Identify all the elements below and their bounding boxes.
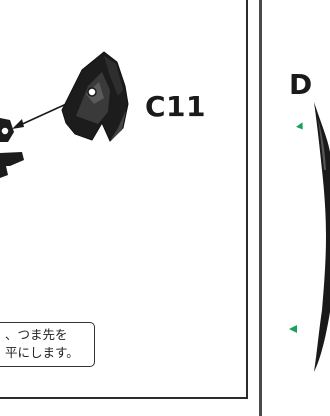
note-line-2: 平にします。 [5, 345, 79, 360]
part-label-d: D [289, 68, 313, 101]
part-label-c11: C11 [145, 90, 207, 123]
part-d-drawing [314, 102, 330, 372]
guide-marker-bottom-icon [289, 325, 297, 333]
part-c11-drawing [61, 51, 129, 142]
instruction-note: 、つま先を 平にします。 [0, 322, 95, 367]
note-line-1: 、つま先を [5, 327, 68, 342]
assembly-fragment [0, 118, 24, 178]
guide-marker-top-icon [296, 122, 303, 130]
